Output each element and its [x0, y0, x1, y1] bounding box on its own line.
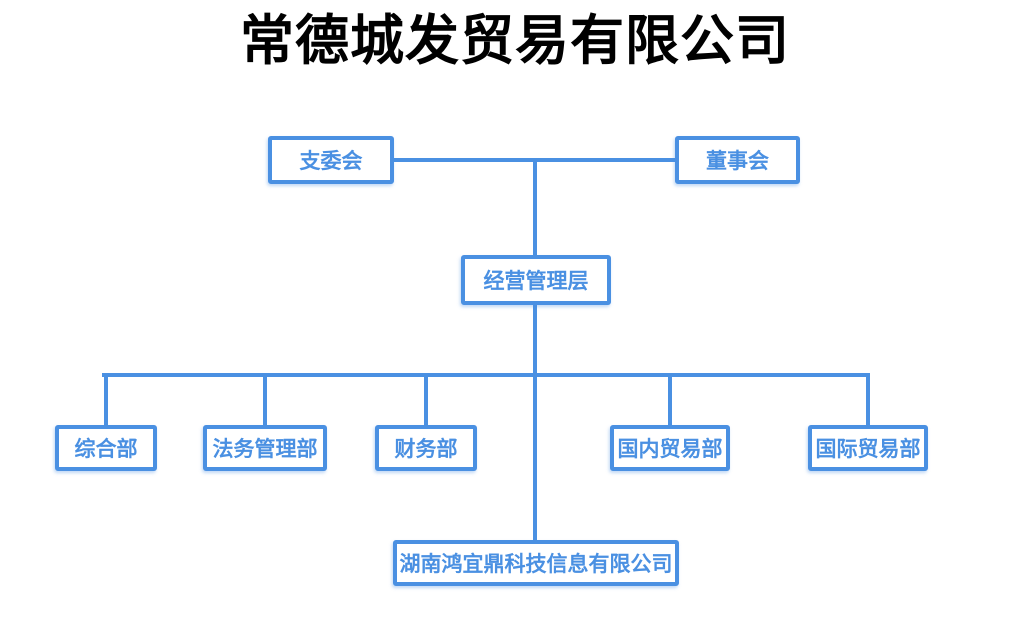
- page-title: 常德城发贸易有限公司: [240, 11, 790, 71]
- connector-drop-finance-dept: [424, 373, 428, 425]
- org-node-label: 财务部: [394, 438, 458, 461]
- connector-drop-general-dept: [104, 373, 108, 425]
- org-node-subsidiary-company: 湖南鸿宜鼎科技信息有限公司: [393, 540, 679, 586]
- org-node-general-department: 综合部: [55, 425, 157, 471]
- connector-branch-horizontal: [102, 373, 870, 377]
- connector-drop-domestic-trade-dept: [668, 373, 672, 425]
- org-node-label: 支委会: [299, 150, 363, 173]
- org-node-label: 法务管理部: [212, 438, 318, 461]
- org-node-international-trade-department: 国际贸易部: [808, 425, 928, 471]
- org-node-label: 董事会: [706, 150, 769, 173]
- org-node-label: 湖南鸿宜鼎科技信息有限公司: [399, 553, 673, 576]
- org-node-label: 经营管理层: [483, 270, 589, 293]
- org-node-domestic-trade-department: 国内贸易部: [610, 425, 730, 471]
- org-node-label: 国际贸易部: [815, 438, 921, 461]
- connector-center-vertical-lower: [533, 305, 537, 540]
- org-node-label: 国内贸易部: [617, 438, 723, 461]
- org-node-party-branch-committee: 支委会: [268, 136, 394, 184]
- org-node-legal-management-department: 法务管理部: [203, 425, 327, 471]
- org-node-finance-department: 财务部: [375, 425, 477, 471]
- org-node-label: 综合部: [74, 438, 138, 461]
- connector-drop-international-trade-dept: [866, 373, 870, 425]
- connector-drop-legal-dept: [263, 373, 267, 425]
- org-node-operating-management: 经营管理层: [461, 255, 611, 305]
- connector-center-vertical-upper: [533, 158, 537, 255]
- org-node-board-of-directors: 董事会: [675, 136, 800, 184]
